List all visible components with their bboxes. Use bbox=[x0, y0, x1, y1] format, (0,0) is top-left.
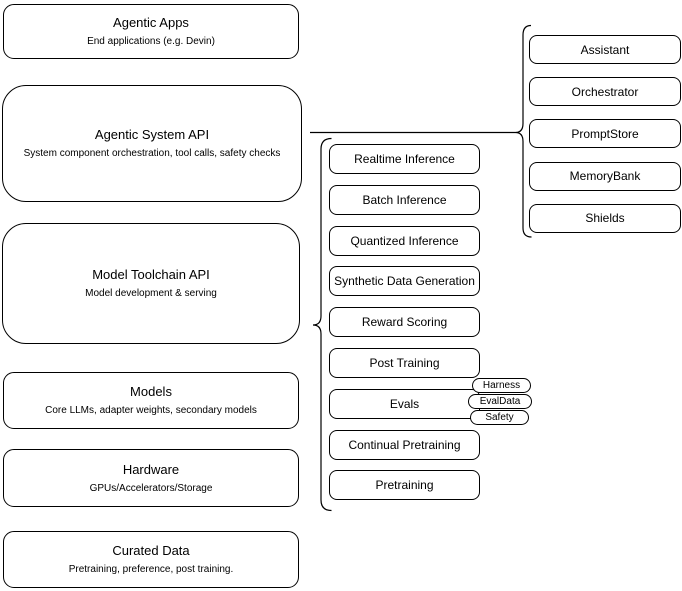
node-hardware: Hardware GPUs/Accelerators/Storage bbox=[3, 449, 299, 507]
node-agentic-apps: Agentic Apps End applications (e.g. Devi… bbox=[3, 4, 299, 59]
eval-tag-safety: Safety bbox=[470, 410, 529, 425]
node-title: Agentic System API bbox=[94, 127, 210, 142]
node-orchestrator: Orchestrator bbox=[529, 77, 681, 107]
eval-tag-evaldata: EvalData bbox=[468, 394, 532, 409]
toolchain-column: Realtime Inference Batch Inference Quant… bbox=[329, 144, 480, 501]
node-subtitle: End applications (e.g. Devin) bbox=[87, 36, 215, 47]
node-subtitle: Pretraining, preference, post training. bbox=[68, 564, 234, 575]
node-promptstore: PromptStore bbox=[529, 119, 681, 149]
node-reward-scoring: Reward Scoring bbox=[329, 307, 480, 338]
node-models: Models Core LLMs, adapter weights, secon… bbox=[3, 372, 299, 429]
node-subtitle: GPUs/Accelerators/Storage bbox=[89, 482, 213, 494]
node-memorybank: MemoryBank bbox=[529, 161, 681, 191]
node-curated-data: Curated Data Pretraining, preference, po… bbox=[3, 531, 299, 588]
node-evals: Evals bbox=[329, 388, 480, 419]
node-post-training: Post Training bbox=[329, 347, 480, 378]
node-batch-inference: Batch Inference bbox=[329, 184, 480, 215]
node-shields: Shields bbox=[529, 203, 681, 233]
system-components-column: Assistant Orchestrator PromptStore Memor… bbox=[529, 35, 681, 233]
eval-tag-harness: Harness bbox=[472, 378, 531, 393]
node-continual-pretraining: Continual Pretraining bbox=[329, 429, 480, 460]
node-subtitle: Model development & serving bbox=[85, 288, 217, 299]
node-title: Hardware bbox=[122, 461, 180, 477]
node-synthetic-data-generation: Synthetic Data Generation bbox=[329, 266, 480, 297]
node-title: Curated Data bbox=[112, 543, 190, 558]
node-assistant: Assistant bbox=[529, 35, 681, 64]
node-quantized-inference: Quantized Inference bbox=[329, 225, 480, 256]
node-title: Models bbox=[130, 384, 172, 399]
node-subtitle: Core LLMs, adapter weights, secondary mo… bbox=[45, 405, 257, 416]
node-agentic-system-api: Agentic System API System component orch… bbox=[2, 85, 302, 202]
node-title: Model Toolchain API bbox=[92, 267, 210, 282]
node-pretraining: Pretraining bbox=[329, 470, 480, 501]
node-title: Agentic Apps bbox=[113, 15, 189, 30]
node-subtitle: System component orchestration, tool cal… bbox=[23, 148, 281, 159]
node-realtime-inference: Realtime Inference bbox=[329, 144, 480, 174]
node-model-toolchain-api: Model Toolchain API Model development & … bbox=[2, 223, 300, 344]
